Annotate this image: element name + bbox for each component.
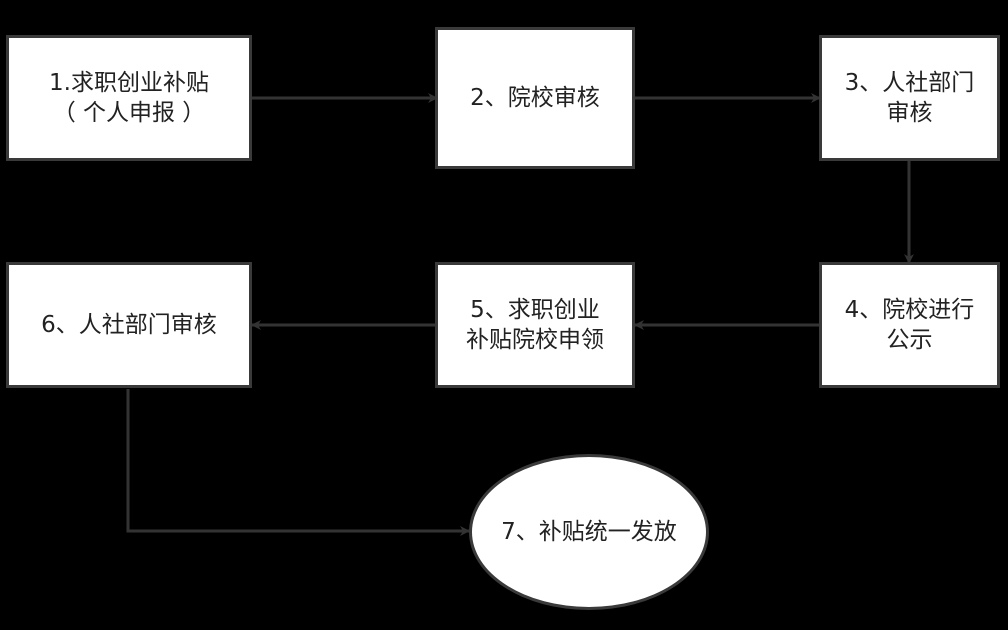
step4-label-line2: 公示 [886, 327, 933, 353]
step5-node[interactable]: 5、求职创业 补贴院校申领 [435, 262, 635, 388]
step6-label: 6、人社部门审核 [41, 312, 217, 338]
edge-step6-to-step7 [126, 389, 470, 536]
step5-label-line2: 补贴院校申领 [466, 327, 604, 353]
step3-label-line1: 3、人社部门 [844, 70, 975, 96]
step4-node[interactable]: 4、院校进行 公示 [819, 262, 1000, 388]
step7-node[interactable]: 7、补贴统一发放 [469, 454, 709, 610]
step5-label-line1: 5、求职创业 [470, 297, 600, 323]
step1-node[interactable]: 1.求职创业补贴 （ 个人申报 ） [6, 35, 252, 161]
step3-label-line2: 审核 [886, 100, 933, 126]
step3-node[interactable]: 3、人社部门 审核 [819, 35, 1000, 161]
step6-node[interactable]: 6、人社部门审核 [6, 262, 252, 388]
step2-node[interactable]: 2、院校审核 [435, 27, 635, 169]
step1-label-line1: 1.求职创业补贴 [49, 70, 209, 96]
step7-label: 7、补贴统一发放 [501, 519, 677, 545]
step2-label: 2、院校审核 [470, 85, 600, 111]
step4-label-line1: 4、院校进行 [844, 297, 975, 323]
step1-label-line2: （ 个人申报 ） [52, 100, 206, 126]
